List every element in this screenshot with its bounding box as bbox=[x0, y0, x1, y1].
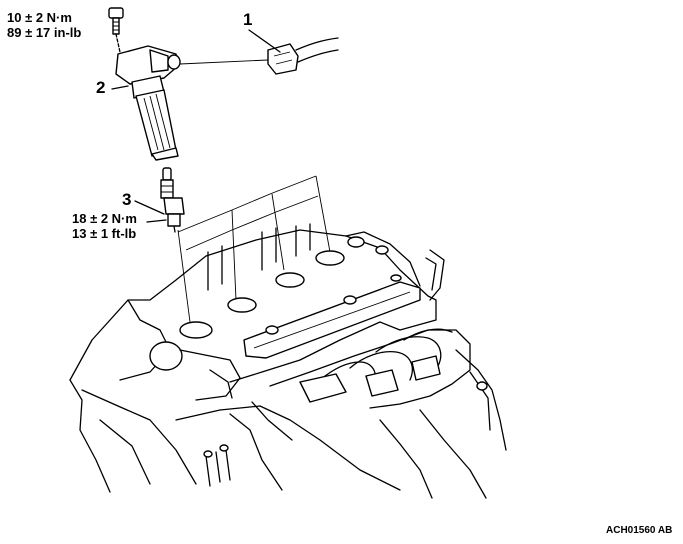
coil-torque-label: 10 ± 2 N·m 89 ± 17 in-lb bbox=[7, 10, 81, 40]
leader-3-torque bbox=[146, 219, 167, 223]
leader-3 bbox=[134, 200, 165, 215]
leader-1 bbox=[248, 29, 281, 53]
callout-1: 1 bbox=[243, 10, 253, 29]
leader-lines bbox=[111, 29, 281, 223]
figure-id: ACH01560 AB bbox=[606, 525, 673, 536]
plug-torque-metric: 18 ± 2 N·m bbox=[72, 211, 137, 226]
coil-torque-metric: 10 ± 2 N·m bbox=[7, 10, 72, 25]
leader-2 bbox=[111, 85, 129, 90]
guide-lines bbox=[177, 175, 331, 323]
intake-manifold bbox=[269, 231, 507, 499]
callout-3: 3 bbox=[122, 190, 132, 209]
coil-torque-imperial: 89 ± 17 in-lb bbox=[7, 25, 82, 40]
callout-2: 2 bbox=[96, 78, 106, 97]
spark-plug bbox=[160, 167, 185, 233]
ignition-coil bbox=[115, 45, 181, 161]
plug-torque-imperial: 13 ± 1 ft-lb bbox=[72, 226, 137, 241]
coil-bolt bbox=[108, 7, 124, 53]
engine-cylinder-head bbox=[69, 223, 437, 493]
harness-connector bbox=[179, 37, 339, 75]
plug-torque-label: 18 ± 2 N·m 13 ± 1 ft-lb bbox=[72, 211, 137, 241]
